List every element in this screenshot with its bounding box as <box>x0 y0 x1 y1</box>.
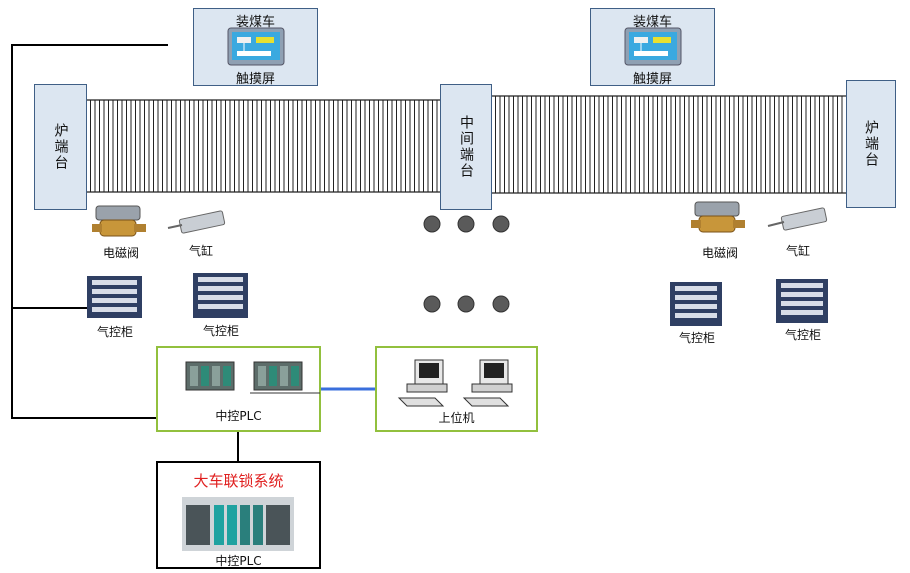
touchscreen-icon <box>227 27 285 66</box>
central-plc-label: 中控PLC <box>215 409 262 423</box>
pneumatic-cabinet-label: 气控柜 <box>96 325 133 339</box>
solenoid-valve-label: 电磁阀 <box>701 246 738 260</box>
plc-rack-icon <box>185 361 320 394</box>
touchscreen-icon <box>624 27 682 66</box>
plc-cabinet-icon <box>182 497 294 551</box>
interlock-system-box[interactable]: 大车联锁系统 中控PLC <box>156 461 321 569</box>
rail-left <box>87 99 440 193</box>
terminal-right[interactable]: 炉端台 <box>846 80 896 208</box>
pneumatic-cabinet-icon <box>193 273 248 318</box>
pneumatic-cabinet-label: 气控柜 <box>202 324 239 338</box>
touchscreen-label: 触摸屏 <box>632 72 672 87</box>
touchscreen-label: 触摸屏 <box>235 72 275 87</box>
interlock-plc-label: 中控PLC <box>215 554 262 568</box>
central-plc-box[interactable]: 中控PLC <box>156 346 321 432</box>
control-wiring <box>11 44 239 461</box>
terminal-middle[interactable]: 中间端台 <box>440 84 492 210</box>
terminal-left-label: 炉端台 <box>52 123 69 171</box>
solenoid-valve-icon <box>92 205 146 237</box>
terminal-middle-label: 中间端台 <box>458 115 474 179</box>
coal-car-left[interactable]: 装煤车 触摸屏 <box>193 8 318 87</box>
pneumatic-cabinet-icon <box>776 279 828 323</box>
host-computer-box[interactable]: 上位机 <box>375 346 538 432</box>
terminal-left[interactable]: 炉端台 <box>34 84 87 210</box>
host-computer-label: 上位机 <box>438 411 475 425</box>
solenoid-valve-icon <box>691 201 745 233</box>
pneumatic-cabinet-label: 气控柜 <box>678 331 715 345</box>
pneumatic-cabinet-label: 气控柜 <box>784 328 821 342</box>
pneumatic-cabinet-icon <box>670 282 722 326</box>
coal-car-right[interactable]: 装煤车 触摸屏 <box>590 8 715 87</box>
terminal-right-label: 炉端台 <box>863 120 879 168</box>
rail-right <box>492 95 846 194</box>
coal-car-title: 装煤车 <box>632 15 672 30</box>
cylinder-label: 气缸 <box>785 244 810 258</box>
cylinder-icon <box>767 207 828 231</box>
coal-car-title: 装煤车 <box>235 15 275 30</box>
interlock-system-title: 大车联锁系统 <box>193 472 284 490</box>
solenoid-valve-label: 电磁阀 <box>102 246 139 260</box>
cylinder-icon <box>167 210 226 234</box>
computer-icon <box>397 359 513 407</box>
pneumatic-cabinet-icon <box>87 276 142 318</box>
cylinder-label: 气缸 <box>188 244 213 258</box>
continuation-dots <box>423 215 510 313</box>
